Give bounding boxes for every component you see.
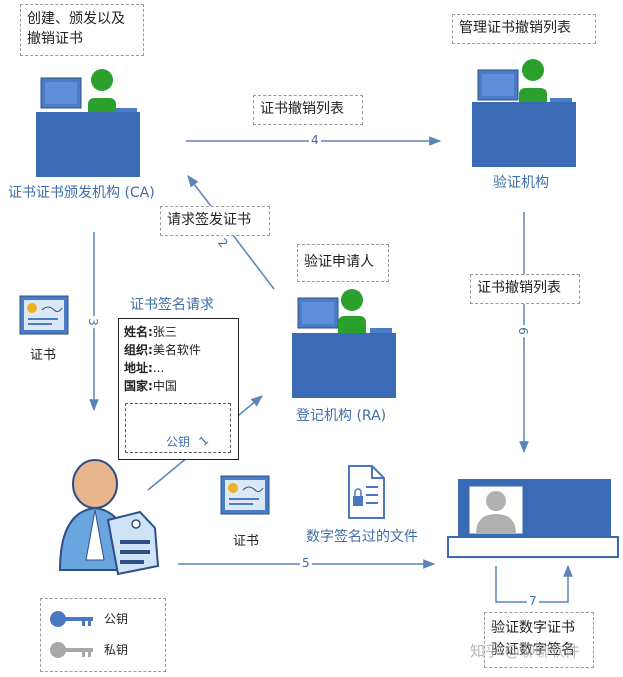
verify-sig-text: 验证数字签名 [491,642,575,658]
cert-left-label: 证书 [30,348,57,363]
csr-value-country: 中国 [152,379,177,393]
verifier-screen-icon [447,479,619,558]
certificate-left-icon [19,295,69,335]
step-4-label: 4 [309,133,321,147]
csr-key-country: 国家: [124,379,153,393]
step-6-label: 6 [515,325,530,337]
certificate-middle-icon [220,475,270,515]
va-name-label: 验证机构 [493,175,549,191]
csr-value-org: 美名软件 [152,343,201,357]
signed-doc-label: 数字签名过的文件 [306,529,418,545]
step-7-label: 7 [527,594,539,608]
csr-key-address: 地址: [124,361,153,375]
ca-task-note: 创建、颁发以及撤销证书 [20,4,144,56]
csr-form: 姓名:张三 组织:美名软件 地址:... 国家:中国 [118,318,239,460]
ra-task-note: 验证申请人 [297,244,389,282]
csr-value-name: 张三 [152,325,177,339]
legend-public-key-icon [50,611,93,627]
csr-value-address: ... [152,361,165,375]
crl-top-text: 证书撤销列表 [260,101,344,117]
csr-key-label: 公钥 [166,435,191,449]
ca-task-text: 创建、颁发以及撤销证书 [27,11,125,47]
csr-row-org: 组织:美名软件 [124,341,233,359]
ra-name-label: 登记机构 (RA) [296,408,387,424]
legend-private-key-icon [50,642,93,658]
csr-key-box [125,403,231,453]
csr-key-name: 姓名: [124,325,153,339]
crl-right-note: 证书撤销列表 [470,274,580,304]
ra-workstation-icon [292,289,396,398]
va-task-text: 管理证书撤销列表 [459,20,571,36]
legend-box [40,598,166,672]
legend-private-label: 私钥 [104,643,129,657]
va-task-note: 管理证书撤销列表 [452,14,596,44]
applicant-tag-icon [106,510,160,576]
ca-name-label: 证书证书颁发机构 (CA) [8,185,155,201]
step-5-label: 5 [300,556,312,570]
csr-title: 证书签名请求 [130,297,214,313]
watermark: 知乎 @聊聊软件 [470,642,580,660]
crl-top-note: 证书撤销列表 [253,95,363,125]
csr-row-country: 国家:中国 [124,377,233,395]
step-3-label: 3 [85,316,100,328]
verify-note: 验证数字证书 验证数字签名 [484,612,594,668]
csr-row-name: 姓名:张三 [124,323,233,341]
request-sign-text: 请求签发证书 [167,212,251,228]
csr-row-address: 地址:... [124,359,233,377]
csr-key-org: 组织: [124,343,153,357]
request-sign-note: 请求签发证书 [160,206,270,236]
legend-public-label: 公钥 [104,612,129,626]
ca-workstation-icon [36,69,140,177]
signed-document-icon [348,465,385,519]
ra-task-text: 验证申请人 [304,254,374,270]
cert-mid-label: 证书 [233,534,260,549]
crl-right-text: 证书撤销列表 [477,280,561,296]
verify-cert-text: 验证数字证书 [491,620,575,636]
va-workstation-icon [472,59,576,167]
